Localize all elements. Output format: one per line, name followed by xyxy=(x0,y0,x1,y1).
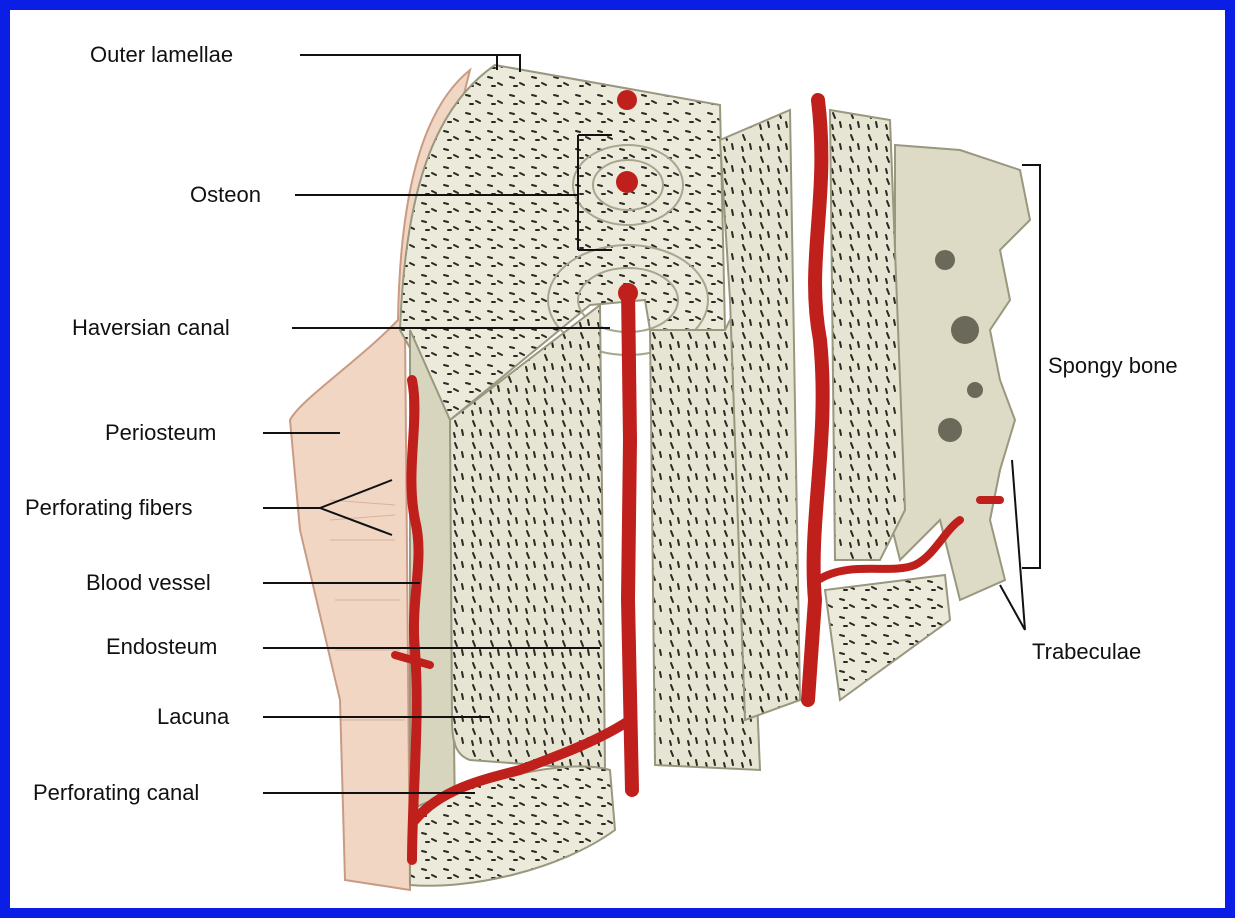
label-trabeculae: Trabeculae xyxy=(1032,641,1141,663)
label-perforating-canal: Perforating canal xyxy=(33,782,199,804)
label-endosteum: Endosteum xyxy=(106,636,217,658)
label-haversian-canal: Haversian canal xyxy=(72,317,230,339)
label-osteon: Osteon xyxy=(190,184,261,206)
label-perforating-fibers: Perforating fibers xyxy=(25,497,193,519)
leader-trabeculae xyxy=(1000,460,1025,630)
label-blood-vessel: Blood vessel xyxy=(86,572,211,594)
tall-vessel xyxy=(808,100,823,700)
label-outer-lamellae: Outer lamellae xyxy=(90,44,233,66)
label-spongy-bone: Spongy bone xyxy=(1048,355,1178,377)
haversian-vessel xyxy=(628,290,632,790)
leader-outer-lamellae xyxy=(300,55,520,72)
lower-right-block xyxy=(825,575,950,700)
spongy-bone-region xyxy=(880,145,1030,600)
label-lacuna: Lacuna xyxy=(157,706,229,728)
tall-column-2 xyxy=(830,110,905,560)
label-periosteum: Periosteum xyxy=(105,422,216,444)
